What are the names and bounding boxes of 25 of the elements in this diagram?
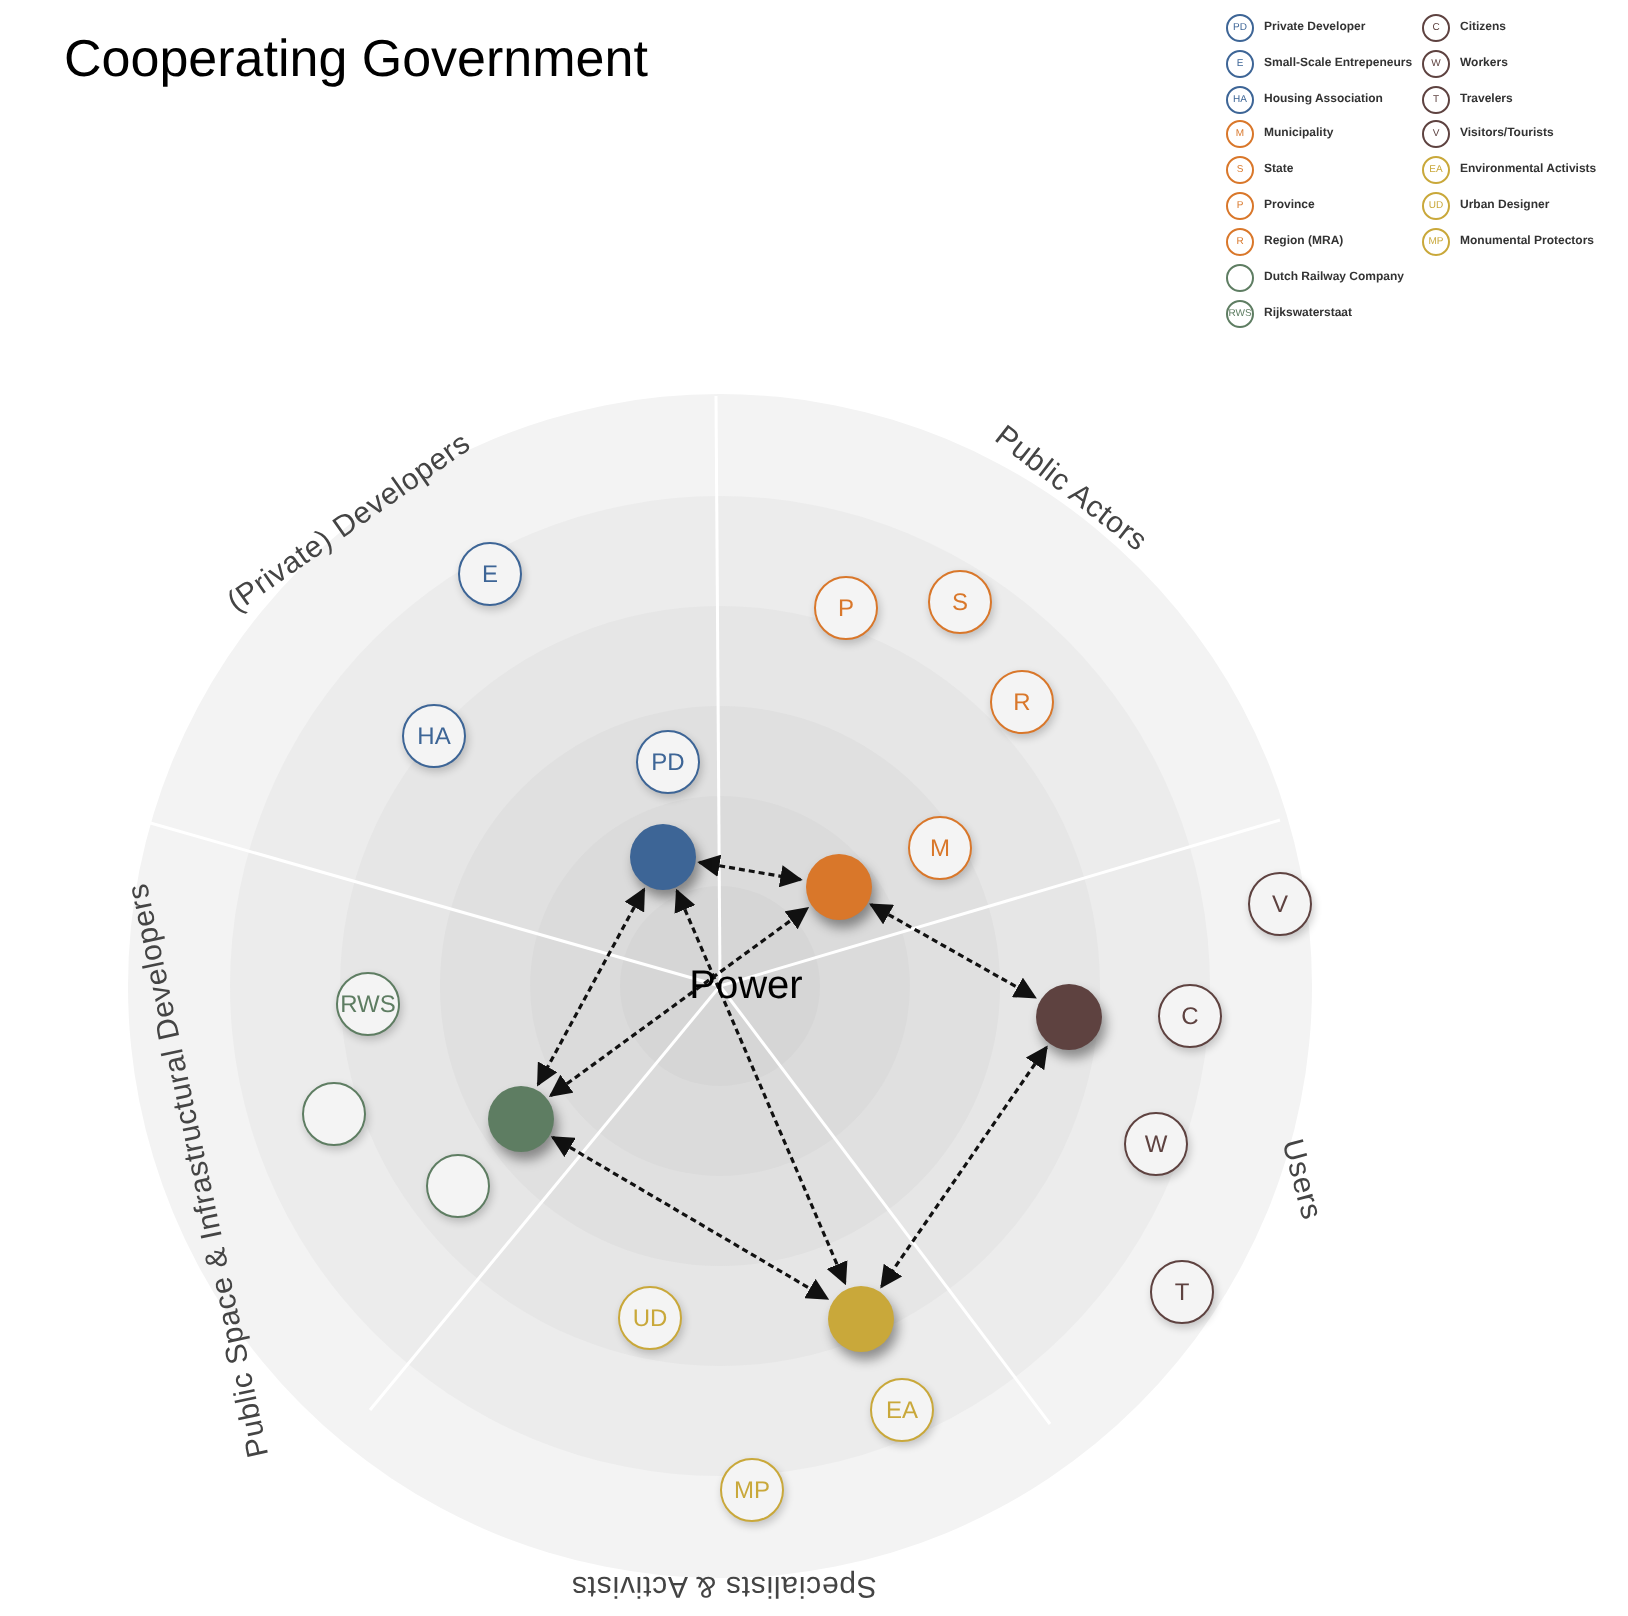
circle-abbreviation: HA xyxy=(417,724,451,748)
circle-abbreviation: P xyxy=(837,596,854,620)
circle-abbreviation: S xyxy=(951,590,968,614)
circle-abbreviation: RWS xyxy=(340,992,396,1016)
diagram-title: Cooperating Government xyxy=(64,26,648,92)
dashed-arrow xyxy=(880,1045,1048,1289)
sector-label: Users xyxy=(1272,1134,1331,1226)
circle-abbreviation: M xyxy=(930,836,950,860)
circle-abbreviation: R xyxy=(1013,690,1031,714)
circle-abbreviation: V xyxy=(1271,892,1288,916)
circle-abbreviation: EA xyxy=(885,1398,918,1422)
circle-abbreviation: E xyxy=(481,562,498,586)
circle-abbreviation: T xyxy=(1174,1280,1190,1304)
circle-abbreviation: W xyxy=(1144,1132,1168,1156)
dashed-arrow xyxy=(550,1135,830,1301)
dashed-arrow xyxy=(697,854,803,888)
circle-abbreviation: UD xyxy=(632,1306,668,1330)
dashed-arrow xyxy=(536,887,646,1087)
dashed-arrow xyxy=(869,903,1037,999)
dashed-arrow xyxy=(548,907,810,1097)
circle-abbreviation: PD xyxy=(651,750,685,774)
circle-abbreviation: MP xyxy=(734,1478,770,1502)
dashed-arrow xyxy=(674,888,848,1286)
circle-abbreviation: C xyxy=(1181,1004,1199,1028)
sector-label: Specialists & Activists xyxy=(571,1566,877,1607)
